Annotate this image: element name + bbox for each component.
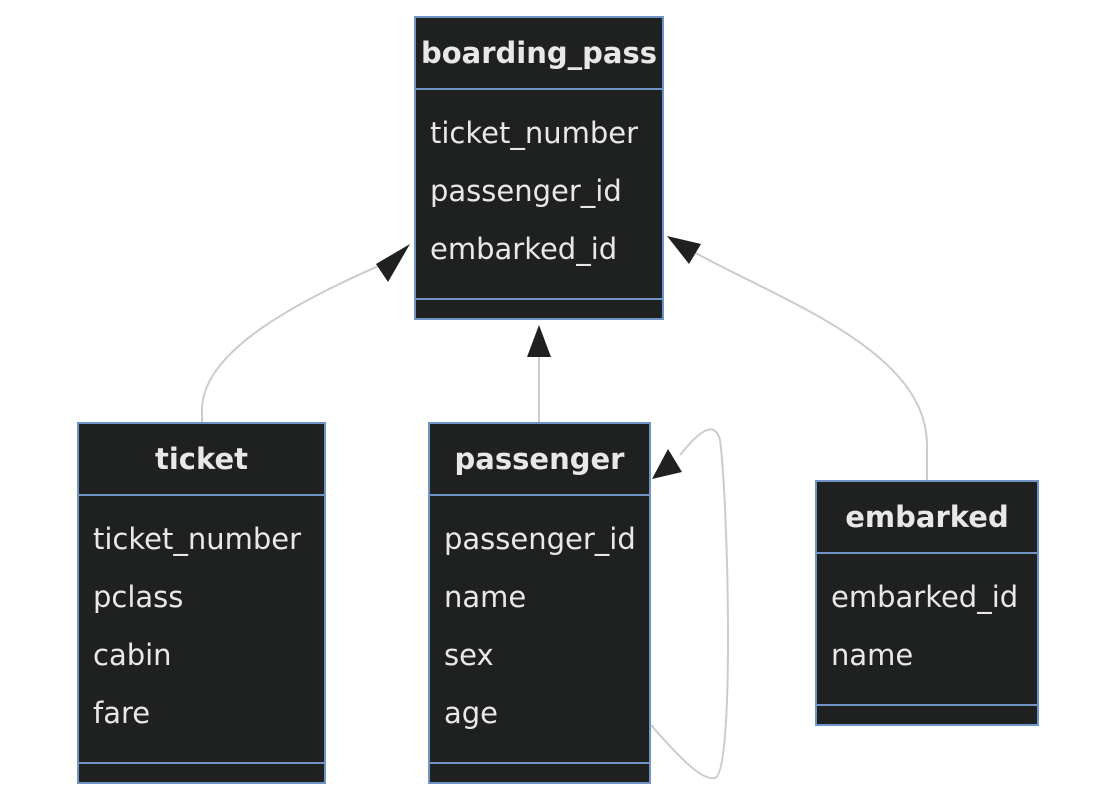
class-title: boarding_pass bbox=[416, 18, 662, 90]
attribute-list: passenger_id name sex age bbox=[430, 496, 649, 764]
edge-ticket-boarding-pass bbox=[201, 259, 393, 423]
attribute: embarked_id bbox=[831, 580, 1019, 614]
arrowhead-passenger-self bbox=[652, 449, 682, 479]
method-section bbox=[416, 300, 662, 320]
arrowhead-passenger-boarding-pass bbox=[527, 325, 551, 357]
method-section bbox=[79, 764, 324, 784]
attribute: name bbox=[444, 580, 527, 614]
class-passenger: passenger passenger_id name sex age bbox=[428, 422, 651, 784]
class-embarked: embarked embarked_id name bbox=[815, 480, 1039, 726]
attribute: ticket_number bbox=[430, 116, 639, 150]
attribute: sex bbox=[444, 638, 494, 672]
attribute: pclass bbox=[93, 580, 184, 614]
method-section bbox=[430, 764, 649, 784]
attribute: ticket_number bbox=[93, 522, 302, 556]
arrowhead-ticket-boarding-pass bbox=[376, 244, 410, 282]
class-title: embarked bbox=[817, 482, 1037, 554]
attribute: passenger_id bbox=[430, 174, 622, 208]
class-boarding-pass: boarding_pass ticket_number passenger_id… bbox=[414, 16, 664, 320]
attribute: cabin bbox=[93, 638, 172, 672]
class-title: passenger bbox=[430, 424, 649, 496]
class-ticket: ticket ticket_number pclass cabin fare bbox=[77, 422, 326, 784]
attribute-list: ticket_number pclass cabin fare bbox=[79, 496, 324, 764]
attribute-list: embarked_id name bbox=[817, 554, 1037, 706]
attribute: age bbox=[444, 696, 499, 730]
attribute: embarked_id bbox=[430, 232, 618, 266]
attribute-list: ticket_number passenger_id embarked_id bbox=[416, 90, 662, 300]
arrowhead-embarked-boarding-pass bbox=[667, 236, 701, 264]
attribute: passenger_id bbox=[444, 522, 636, 556]
edge-passenger-self bbox=[650, 428, 730, 780]
attribute: fare bbox=[93, 696, 151, 730]
edge-embarked-boarding-pass bbox=[689, 249, 928, 481]
attribute: name bbox=[831, 638, 914, 672]
method-section bbox=[817, 706, 1037, 726]
class-title: ticket bbox=[79, 424, 324, 496]
